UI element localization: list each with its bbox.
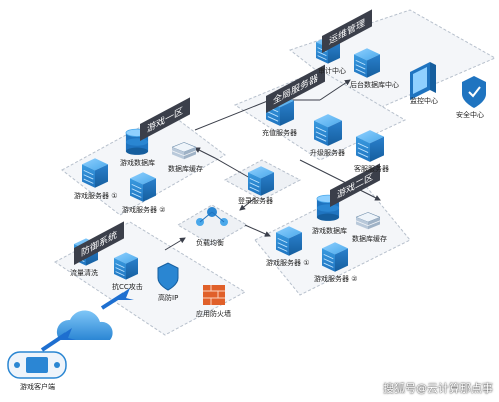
firewall-icon [203, 285, 225, 305]
arrow-icon [100, 288, 134, 310]
label-security-center: 安全中心 [456, 111, 484, 119]
label-upgrade-server: 升级服务器 [310, 149, 345, 157]
label-game-server-2-1: 游戏服务器 ① [266, 259, 310, 267]
label-high-defense-ip: 高防IP [158, 294, 179, 302]
server-icon [82, 158, 108, 188]
watermark: 搜狐号@云计算那点事 [383, 382, 493, 395]
server-icon [314, 114, 342, 146]
line-login-to-balance [239, 197, 256, 211]
label-anti-cc: 抗CC攻击 [112, 283, 143, 291]
label-db-cache: 数据库缓存 [168, 165, 203, 173]
server-icon [114, 252, 138, 280]
label-recharge-server: 充值服务器 [262, 129, 297, 137]
zone-platform-balance [177, 204, 249, 246]
label-game-server-2: 游戏服务器 ② [122, 206, 166, 214]
label-game-server-2-2: 游戏服务器 ② [314, 275, 358, 283]
gamepad-icon [7, 351, 67, 379]
label-game-db-2: 游戏数据库 [312, 227, 347, 235]
server-icon [356, 130, 384, 162]
monitor-icon [410, 62, 436, 100]
label-load-balance: 负载均衡 [196, 239, 224, 247]
server-icon [130, 172, 156, 202]
label-db-cache-2: 数据库缓存 [352, 235, 387, 243]
cloud-icon [56, 310, 113, 340]
label-backend-db-center: 后台数据库中心 [350, 81, 399, 89]
label-app-firewall: 应用防火墙 [196, 310, 231, 318]
label-audit-center: 审计中心 [318, 67, 346, 75]
label-login-server: 登录服务器 [238, 197, 273, 205]
line-to-zone1 [194, 147, 251, 179]
line-to-zone2 [299, 159, 381, 201]
label-game-db: 游戏数据库 [120, 159, 155, 167]
server-icon [276, 226, 302, 256]
label-monitor-center: 监控中心 [410, 97, 438, 105]
shield-icon [157, 262, 179, 291]
network-icon [196, 207, 228, 226]
line-balance-to-zone2 [244, 224, 271, 237]
arrow-icon [40, 328, 76, 352]
label-traffic-scrub: 流量清洗 [70, 269, 98, 277]
label-game-server-1: 游戏服务器 ① [74, 192, 118, 200]
label-support-server: 客服服务器 [354, 165, 389, 173]
server-icon [248, 166, 274, 196]
server-icon [322, 242, 348, 272]
server-icon [354, 48, 380, 78]
shield-icon [462, 76, 486, 108]
line-defense-to-balance [164, 237, 186, 251]
line-to-ops [319, 79, 351, 101]
label-game-client: 游戏客户端 [20, 383, 55, 391]
